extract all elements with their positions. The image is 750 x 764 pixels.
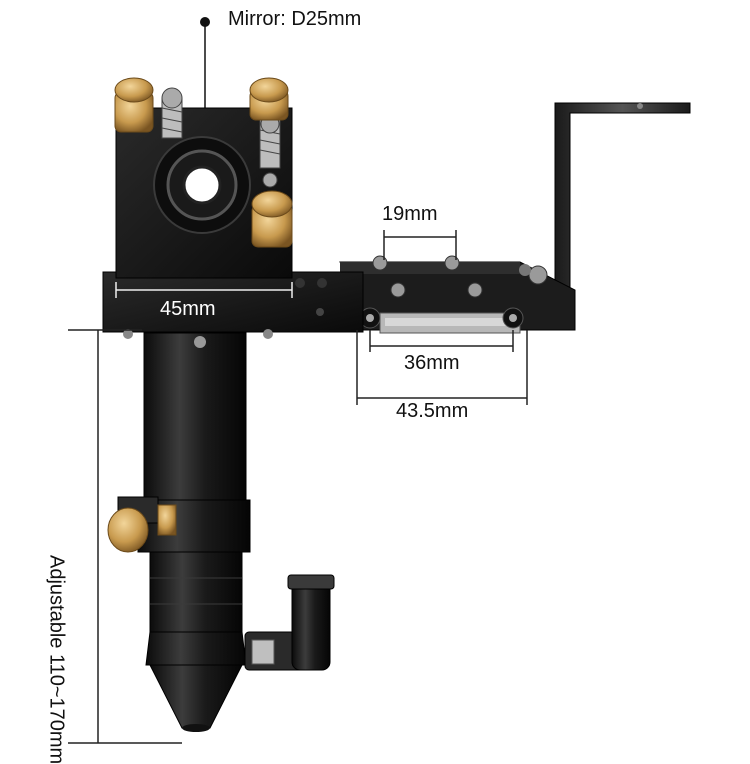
adjustable-height-label: Adjustable 110~170mm bbox=[45, 555, 68, 764]
block-width-label: 45mm bbox=[160, 298, 216, 320]
height-lock-knob bbox=[107, 496, 177, 553]
slide-rail-plate bbox=[339, 255, 576, 334]
slot-spacing-label: 19mm bbox=[382, 203, 438, 225]
inner-width-label: 36mm bbox=[404, 352, 460, 374]
lens-tube bbox=[137, 332, 251, 732]
brass-adjustment-knobs bbox=[114, 77, 293, 248]
mirror-size-label: Mirror: D25mm bbox=[228, 8, 362, 30]
dimension-lines bbox=[68, 230, 528, 744]
outer-width-label: 43.5mm bbox=[396, 400, 469, 422]
mounting-bracket bbox=[554, 102, 691, 291]
base-plate bbox=[102, 271, 364, 339]
air-assist-fitting bbox=[244, 574, 335, 671]
